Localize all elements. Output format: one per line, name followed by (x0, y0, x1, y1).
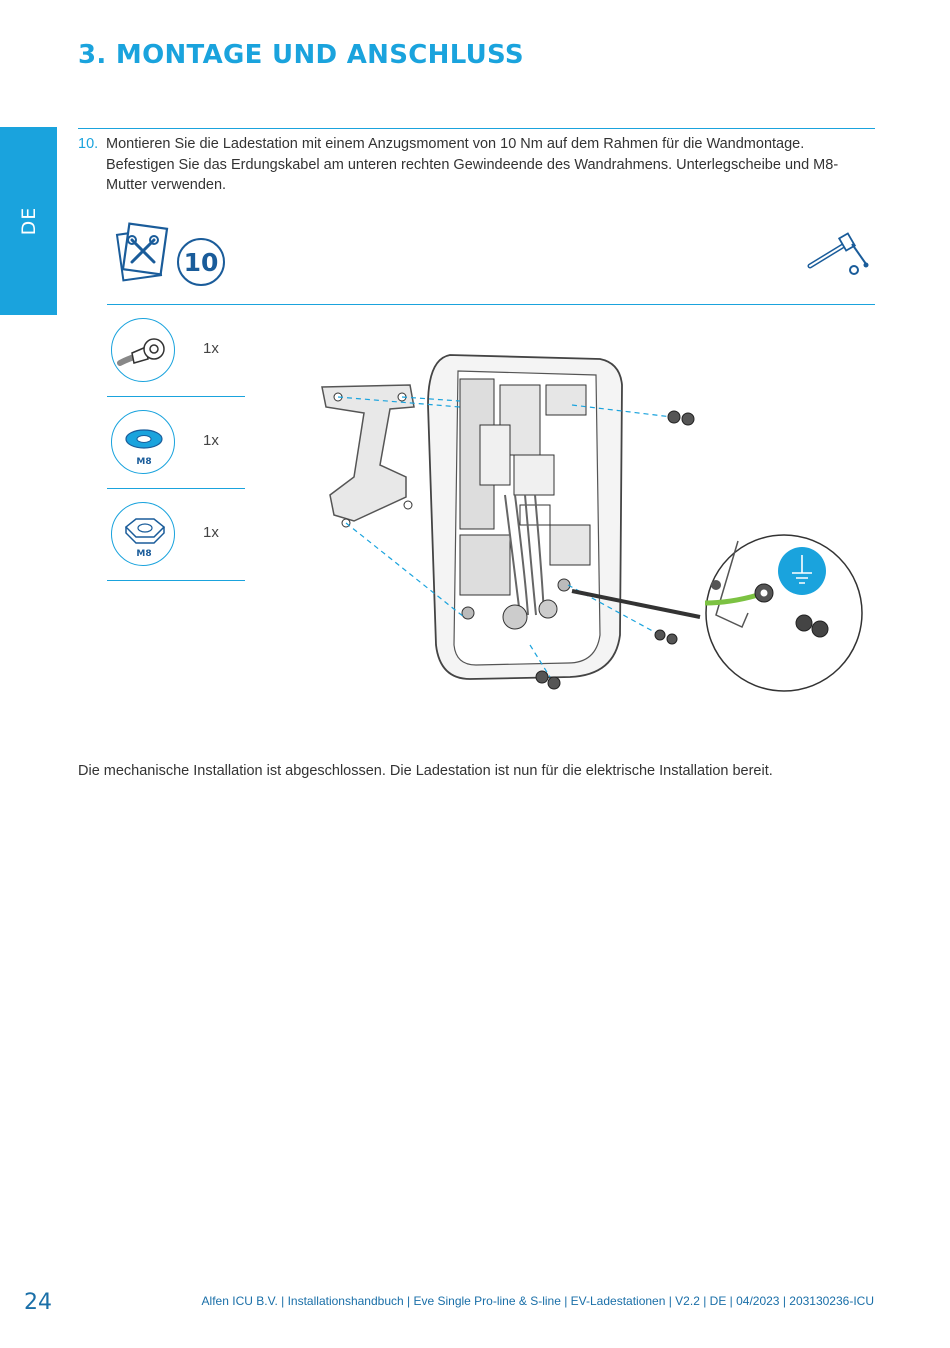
step-number: 10. (78, 136, 99, 152)
language-tab: DE (0, 127, 57, 315)
step-badge: 10 (177, 238, 225, 286)
step-instruction: 10. Montieren Sie die Ladestation mit ei… (78, 134, 858, 196)
nut-icon (124, 518, 166, 544)
part-row-washer: M8 1x (107, 404, 245, 496)
step-text: Montieren Sie die Ladestation mit einem … (106, 136, 839, 193)
icons-bottom-rule (107, 304, 875, 305)
washer-size-label: M8 (136, 457, 152, 467)
parts-divider (107, 580, 245, 581)
closing-text: Die mechanische Installation ist abgesch… (78, 762, 773, 779)
manual-tools-icon (115, 222, 169, 282)
charging-station-illustration (321, 354, 863, 692)
ring-terminal-icon (117, 338, 165, 366)
part-row-nut: M8 1x (107, 496, 245, 588)
language-tab-label: DE (17, 206, 40, 236)
page-number: 24 (24, 1290, 52, 1315)
step-top-rule (78, 128, 875, 129)
washer-icon (125, 429, 163, 449)
step-badge-number: 10 (183, 247, 219, 277)
torque-wrench-icon (807, 232, 869, 275)
part-qty: 1x (203, 340, 219, 357)
part-row-ring-terminal: 1x (107, 312, 245, 404)
part-qty: 1x (203, 432, 219, 449)
parts-divider (107, 396, 245, 397)
nut-size-label: M8 (136, 549, 152, 559)
page-title: 3. MONTAGE UND ANSCHLUSS (78, 40, 524, 70)
part-qty: 1x (203, 524, 219, 541)
parts-divider (107, 488, 245, 489)
footer-text: Alfen ICU B.V. | Installationshandbuch |… (201, 1294, 874, 1308)
